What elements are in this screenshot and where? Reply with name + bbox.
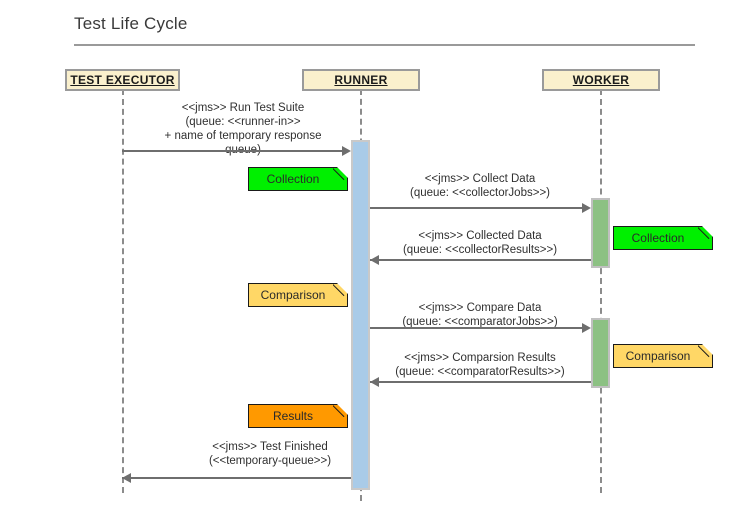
message-label-comparison-results: <<jms>> Comparsion Results (queue: <<com… (395, 352, 565, 378)
actor-label-runner: RUNNER (334, 73, 388, 87)
message-arrow-test-finished (122, 473, 131, 483)
message-label-run-test-suite: <<jms>> Run Test Suite (queue: <<runner-… (164, 102, 322, 156)
message-line-compare-data (370, 327, 582, 329)
message-line-collect-data (370, 207, 582, 209)
message-label-collect-data: <<jms>> Collect Data (queue: <<collector… (409, 173, 550, 199)
note-label-worker-collection: Collection (631, 231, 685, 245)
note-label-runner-comparison: Comparison (260, 288, 326, 302)
activation-bar-worker-collect[interactable] (591, 198, 610, 268)
note-fold-edge-icon (698, 225, 714, 241)
note-label-runner-results: Results (272, 409, 313, 423)
note-runner-collection[interactable]: Collection (248, 166, 349, 191)
actor-header-runner[interactable]: RUNNER (302, 69, 420, 91)
message-line-test-finished (122, 477, 351, 479)
note-runner-results[interactable]: Results (248, 403, 349, 428)
lifeline-test-executor (122, 89, 124, 493)
note-fold-edge-icon (333, 403, 349, 419)
message-label-compare-data: <<jms>> Compare Data (queue: <<comparato… (402, 302, 558, 328)
actor-label-test-executor: TEST EXECUTOR (70, 73, 175, 87)
note-fold-edge-icon (698, 343, 714, 359)
actor-label-worker: WORKER (572, 73, 630, 87)
note-label-worker-comparison: Comparison (625, 349, 691, 363)
actor-header-worker[interactable]: WORKER (542, 69, 660, 91)
page-title: Test Life Cycle (74, 14, 188, 33)
lifeline-worker (600, 89, 602, 493)
message-arrow-run-test-suite (342, 146, 351, 156)
message-label-test-finished: <<jms>> Test Finished (<<temporary-queue… (208, 441, 332, 467)
message-arrow-compare-data (582, 323, 591, 333)
message-label-collected-data: <<jms>> Collected Data (queue: <<collect… (402, 230, 558, 256)
message-arrow-comparison-results (370, 377, 379, 387)
note-worker-comparison[interactable]: Comparison (613, 343, 714, 368)
note-label-runner-collection: Collection (266, 172, 320, 186)
actor-header-test-executor[interactable]: TEST EXECUTOR (65, 69, 180, 91)
message-line-comparison-results (370, 381, 591, 383)
note-worker-collection[interactable]: Collection (613, 225, 714, 250)
activation-bar-runner[interactable] (351, 140, 370, 490)
title-divider (74, 44, 695, 46)
message-line-run-test-suite (122, 150, 342, 152)
note-fold-edge-icon (333, 282, 349, 298)
message-arrow-collect-data (582, 203, 591, 213)
note-fold-edge-icon (333, 166, 349, 182)
message-line-collected-data (370, 259, 591, 261)
activation-bar-worker-compare[interactable] (591, 318, 610, 388)
note-runner-comparison[interactable]: Comparison (248, 282, 349, 307)
message-arrow-collected-data (370, 255, 379, 265)
